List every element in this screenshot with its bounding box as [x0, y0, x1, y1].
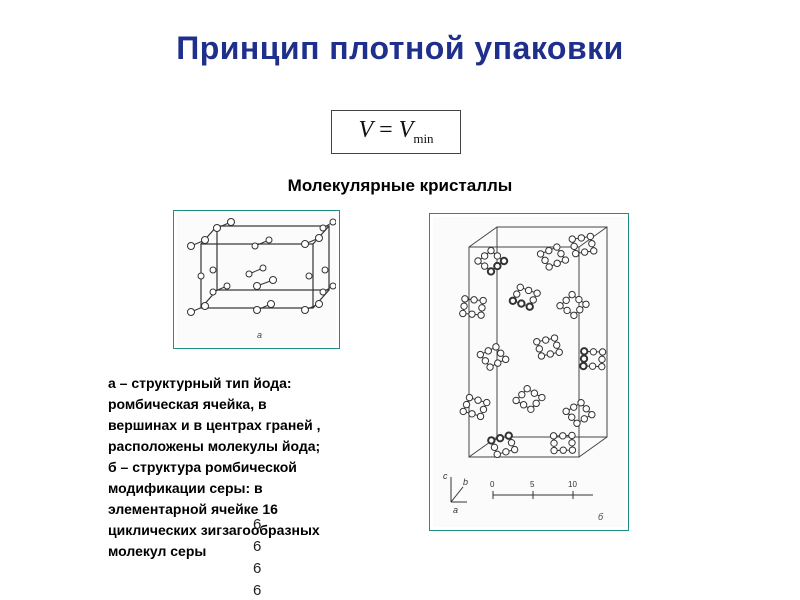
scale-bar [492, 491, 593, 499]
sulfur-rings [459, 232, 607, 459]
scale-label-10: 10 [568, 480, 577, 489]
caption-line: а – структурный тип йода: [108, 375, 292, 391]
caption-line: элементарной ячейке 16 [108, 501, 278, 517]
axes-indicator [450, 477, 467, 503]
axis-b-label: b [463, 477, 468, 487]
figure-a-label: а [257, 330, 262, 340]
axis-c-label: c [443, 471, 448, 481]
figure-a-iodine-structure: а [173, 210, 340, 349]
formula-lhs: V [358, 117, 374, 144]
caption-line: циклических зигзагообразных [108, 522, 320, 538]
figure-caption: а – структурный тип йода: ромбическая яч… [108, 373, 408, 562]
slide-title: Принцип плотной упаковки [176, 30, 624, 66]
iodine-cell-drawing: а [187, 218, 337, 340]
sulfur-cell-drawing: c b a 0 5 10 б [443, 226, 608, 522]
figure-b-label: б [598, 512, 604, 522]
caption-line: модификации серы: в [108, 480, 263, 496]
formula-box: V = Vmin [331, 110, 461, 154]
formula-rhs: Vmin [398, 117, 434, 146]
page-mark: 6 [253, 538, 262, 555]
axis-a-label: a [453, 505, 458, 515]
caption-line: вершинах и в центрах граней , [108, 417, 321, 433]
figure-b-sulfur-structure: c b a 0 5 10 б [429, 213, 629, 531]
iodine-molecules [187, 218, 337, 316]
page-mark: 6 [253, 516, 262, 533]
caption-line: б – структура ромбической [108, 459, 297, 475]
caption-line: ромбическая ячейка, в [108, 396, 267, 412]
scale-label-5: 5 [530, 480, 535, 489]
caption-line: расположены молекулы йода; [108, 438, 321, 454]
formula-subscript: min [413, 130, 434, 146]
scale-label-0: 0 [490, 480, 495, 489]
page-mark: 6 [253, 560, 262, 577]
page-mark: 6 [253, 582, 262, 599]
caption-line: молекул серы [108, 543, 207, 559]
formula-equals: = [379, 117, 393, 144]
subtitle: Молекулярные кристаллы [287, 176, 513, 195]
formula: V = Vmin [358, 117, 433, 147]
